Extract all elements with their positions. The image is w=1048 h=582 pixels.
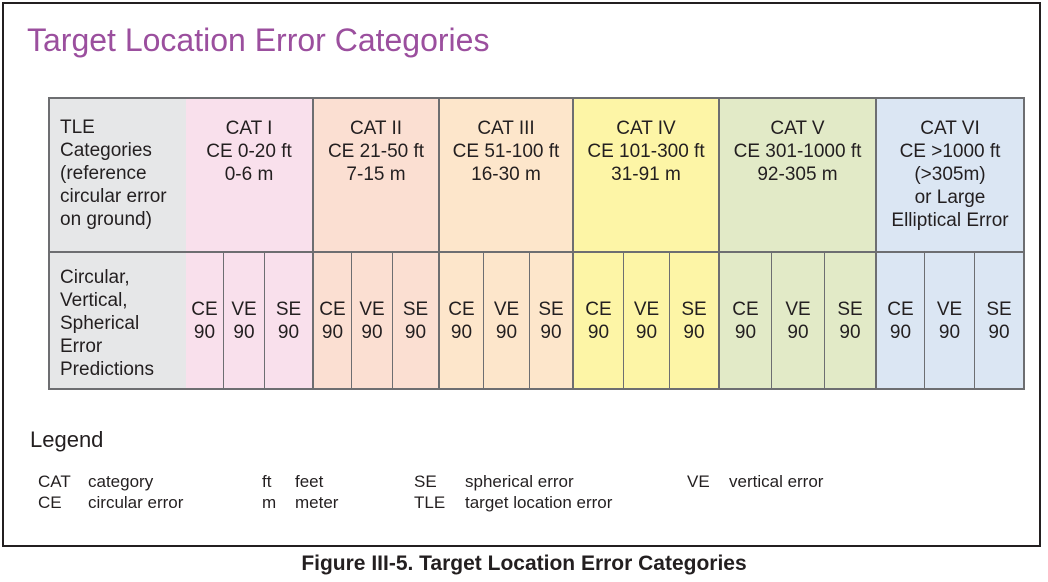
legend-meaning-se: spherical error (465, 472, 574, 491)
prediction-cell: SE 90 (393, 253, 440, 388)
legend-abbr-cat: CAT (38, 472, 71, 491)
category-range: CE 101-300 ft 31-91 m (587, 141, 705, 185)
prediction-cell: VE 90 (624, 253, 670, 388)
prediction-cell: SE 90 (670, 253, 720, 388)
legend-abbr-se: SE (414, 472, 437, 491)
prediction-cell: CE 90 (877, 253, 925, 388)
prediction-cell: SE 90 (975, 253, 1023, 388)
prediction-cell: CE 90 (440, 253, 484, 388)
legend-meaning-m: meter (295, 493, 339, 512)
prediction-cell: CE 90 (186, 253, 224, 388)
category-range: CE 51-100 ft 16-30 m (452, 141, 560, 185)
category-name: CAT I (225, 118, 273, 139)
legend-abbr-m: m (262, 493, 277, 512)
legend-abbr-ve: VE (687, 472, 710, 491)
legend-abbr-tle: TLE (414, 493, 446, 512)
category-name: CAT V (770, 118, 825, 139)
legend-title: Legend (30, 427, 104, 452)
prediction-cell: SE 90 (265, 253, 314, 388)
figure-title: Target Location Error Categories (27, 22, 490, 58)
legend-meaning-ve: vertical error (729, 472, 824, 491)
category-name: CAT II (349, 118, 403, 139)
prediction-cell: VE 90 (484, 253, 530, 388)
prediction-cell: CE 90 (720, 253, 772, 388)
category-name: CAT III (477, 118, 535, 139)
prediction-cell: CE 90 (314, 253, 352, 388)
legend-meaning-cat: category (88, 472, 154, 491)
legend-abbr-ce: CE (38, 493, 62, 512)
legend-meaning-tle: target location error (465, 493, 613, 512)
category-range: CE >1000 ft (>305m) or Large Elliptical … (891, 141, 1009, 231)
prediction-cell: CE 90 (574, 253, 624, 388)
category-name: CAT VI (920, 118, 980, 139)
prediction-cell: VE 90 (925, 253, 975, 388)
prediction-cell: VE 90 (772, 253, 825, 388)
prediction-cell: VE 90 (352, 253, 393, 388)
category-name: CAT IV (616, 118, 676, 139)
prediction-cell: VE 90 (224, 253, 265, 388)
category-range: CE 21-50 ft 7-15 m (327, 141, 425, 185)
row-label-categories: TLE Categories (reference circular error… (50, 99, 188, 253)
prediction-cell: SE 90 (530, 253, 574, 388)
figure-caption: Figure III-5. Target Location Error Cate… (301, 552, 747, 575)
tle-table: TLE Categories (reference circular error… (48, 97, 1025, 390)
category-range: CE 0-20 ft 0-6 m (206, 141, 292, 185)
legend-meaning-ce: circular error (88, 493, 184, 512)
prediction-cell: SE 90 (825, 253, 877, 388)
legend-abbr-ft: ft (262, 472, 272, 491)
category-range: CE 301-1000 ft 92-305 m (733, 141, 862, 185)
legend-meaning-ft: feet (295, 472, 324, 491)
figure-frame: Target Location Error Categories TLE Cat… (2, 2, 1041, 547)
row-label-predictions: Circular, Vertical, Spherical Error Pred… (50, 253, 188, 388)
